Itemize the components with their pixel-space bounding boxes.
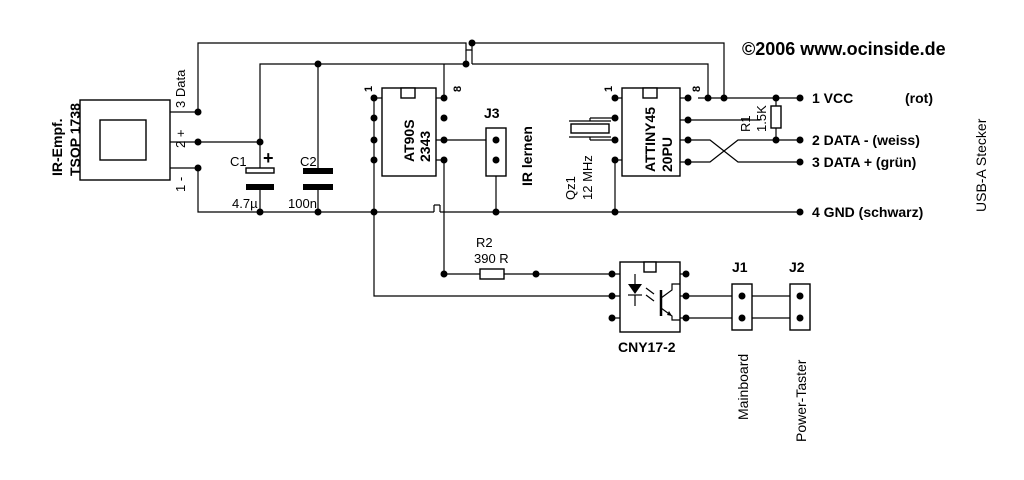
c1-value: 4.7µ: [232, 196, 258, 211]
ir-pin2-label: 2 +: [173, 130, 188, 148]
led-symbol: [628, 284, 642, 294]
ic1-notch: [400, 87, 416, 99]
c1-name: C1: [230, 154, 247, 169]
r2-name: R2: [476, 235, 493, 250]
r1-name: R1: [738, 115, 753, 132]
ic1-line2: 2343: [417, 131, 433, 162]
ic1-pin8: 8: [452, 86, 464, 92]
ic1-pin1: 1: [363, 86, 375, 92]
ic-attiny45: ATTINY45 20PU 1 8: [603, 86, 703, 177]
c2-name: C2: [300, 154, 317, 169]
j1-name: J1: [732, 259, 748, 275]
usb-connector: 1 VCC (rot) 2 DATA - (weiss) 3 DATA + (g…: [812, 90, 989, 220]
usb-pin-data-plus: 3 DATA + (grün): [812, 154, 916, 170]
ir-pin3-label: 3 Data: [173, 69, 188, 108]
j2-label: Power-Taster: [793, 359, 809, 442]
ic2-line2: 20PU: [659, 137, 675, 172]
ic2-body: [621, 87, 681, 177]
ir-receiver-tsop1738: IR-Empf. TSOP 1738 3 Data 2 + 1 -: [49, 69, 198, 192]
r1-value: 1.5K: [754, 105, 769, 132]
usb-title: USB-A Stecker: [973, 118, 989, 212]
usb-pin-gnd: 4 GND (schwarz): [812, 204, 923, 220]
resistor-r2: R2 390 R: [474, 235, 509, 280]
ir-receiver-title: IR-Empf.: [49, 118, 65, 176]
jumper-j2: J2 Power-Taster: [789, 259, 811, 442]
capacitor-c1: C1 + 4.7µ: [230, 148, 275, 211]
optocoupler-name: CNY17-2: [618, 339, 676, 355]
j3-label: IR lernen: [519, 126, 535, 186]
ic-at90s2343: AT90S 2343 1 8: [363, 86, 464, 177]
ic1-line1: AT90S: [401, 119, 417, 162]
usb-pin-data-minus: 2 DATA - (weiss): [812, 132, 920, 148]
usb-pin-vcc: 1 VCC: [812, 90, 853, 106]
ic1-body: [381, 87, 437, 177]
copyright-label: ©2006 www.ocinside.de: [742, 39, 946, 59]
usb-vcc-color: (rot): [905, 90, 933, 106]
optocoupler-cny17-2: CNY17-2: [608, 261, 690, 355]
ir-pin1-label: 1 -: [173, 177, 188, 192]
c1-polarity: +: [263, 148, 274, 168]
crystal-name: Qz1: [563, 176, 578, 200]
ir-receiver-lens: [99, 119, 147, 161]
ic2-line1: ATTINY45: [642, 107, 658, 172]
crystal-freq: 12 MHz: [580, 155, 595, 200]
jumper-j3: J3 IR lernen: [484, 105, 535, 186]
c2-value: 100n: [288, 196, 317, 211]
jumper-j1: J1 Mainboard: [731, 259, 753, 420]
ic2-notch: [642, 87, 658, 99]
ic2-pin1: 1: [603, 86, 615, 92]
j1-label: Mainboard: [735, 354, 751, 420]
junction-dots: [194, 39, 804, 278]
ir-receiver-part: TSOP 1738: [67, 103, 83, 176]
j3-name: J3: [484, 105, 500, 121]
ic2-pin8: 8: [691, 86, 703, 92]
capacitor-c2: C2 100n: [288, 154, 333, 211]
crystal-qz1: Qz1 12 MHz: [563, 120, 611, 200]
r2-value: 390 R: [474, 251, 509, 266]
j2-name: J2: [789, 259, 805, 275]
resistor-r1: R1 1.5K: [738, 105, 782, 132]
